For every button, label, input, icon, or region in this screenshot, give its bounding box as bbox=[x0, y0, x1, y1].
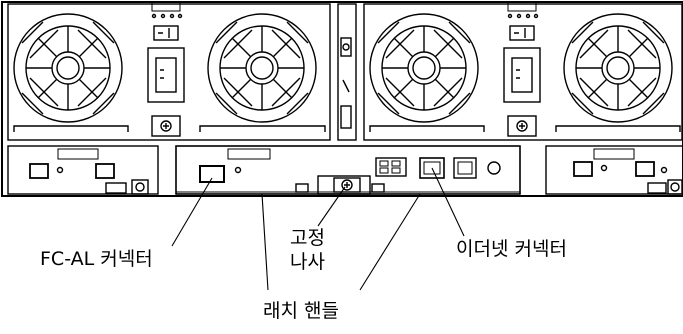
fixing-screw-label: 고정 나사 bbox=[290, 226, 325, 274]
fixing-screw-label-line2: 나사 bbox=[290, 251, 325, 273]
latch-handle-label: 래치 핸들 bbox=[263, 300, 339, 322]
leader-ethernet bbox=[431, 167, 465, 237]
fc-al-connector-label: FC-AL 커넥터 bbox=[40, 248, 153, 270]
leader-fc-al bbox=[171, 177, 213, 247]
leader-screw bbox=[317, 186, 346, 227]
power-supply-left bbox=[7, 1, 331, 141]
io-module-right bbox=[545, 145, 683, 195]
controller-module bbox=[175, 145, 521, 195]
io-module-left bbox=[7, 145, 159, 195]
ethernet-connector-label: 이더넷 커넥터 bbox=[456, 238, 567, 260]
fixing-screw-label-line1: 고정 bbox=[290, 227, 325, 249]
center-divider bbox=[337, 3, 357, 141]
callout-leaders bbox=[171, 167, 465, 291]
leader-latch-2 bbox=[359, 193, 421, 291]
power-supply-right bbox=[363, 1, 683, 141]
leader-latch bbox=[261, 193, 269, 291]
